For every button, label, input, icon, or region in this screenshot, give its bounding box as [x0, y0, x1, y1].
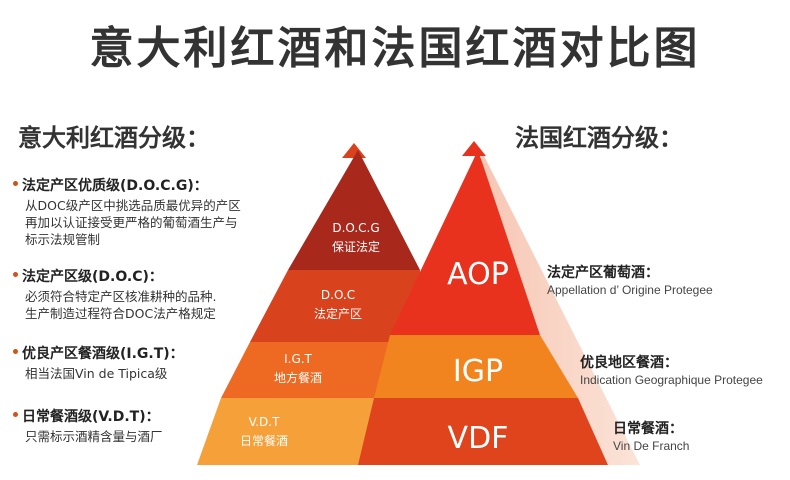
italy-layer-igt: [221, 342, 419, 398]
france-layer-label: IGP: [453, 354, 503, 389]
italy-layer-code: D.O.C: [321, 288, 355, 302]
italy-layer-cn: 地方餐酒: [274, 370, 322, 385]
bullet-dot-icon: [13, 348, 18, 354]
france-label-en: Vin De Franch: [613, 439, 690, 453]
italy-item-desc: 标示法规管制: [25, 232, 101, 247]
france-layer-aop: [390, 150, 540, 335]
france-label-vdf: 日常餐酒： Vin De Franch: [613, 418, 689, 453]
italy-item-desc: 相当法国Vin de Tipica级: [25, 366, 168, 381]
italy-item-desc: 生产制造过程符合DOC法产格规定: [25, 306, 216, 321]
italy-layer-cn: 保证法定: [332, 239, 380, 254]
france-arrow-tip-icon: [462, 141, 486, 156]
italy-item-title: 法定产区优质级(D.O.C.G)：: [22, 178, 208, 194]
italy-heading: 意大利红酒分级：: [18, 124, 210, 152]
italy-arrow-tip-icon: [342, 143, 366, 158]
france-label-cn: 日常餐酒：: [613, 421, 683, 437]
italy-layer-doc: [250, 270, 420, 342]
france-label-aop: 法定产区葡萄酒： Appellation d’ Origine Protegee: [547, 262, 713, 297]
italy-layer-cn: 法定产区: [314, 306, 362, 321]
france-layer-igp: [374, 335, 578, 398]
italy-layer-docg: [288, 150, 420, 270]
italy-item-desc: 只需标示酒精含量与酒厂: [25, 429, 163, 444]
france-layer-label: VDF: [448, 421, 509, 456]
italy-item-doc: 法定产区级(D.O.C)： 必须符合特定产区核准耕种的品种. 生产制造过程符合D…: [13, 266, 303, 322]
france-label-en: Indication Geographique Protegee: [580, 373, 763, 387]
italy-item-title: 优良产区餐酒级(I.G.T)：: [22, 346, 184, 362]
italy-item-igt: 优良产区餐酒级(I.G.T)： 相当法国Vin de Tipica级: [13, 343, 303, 382]
france-layer-label: AOP: [447, 257, 509, 292]
france-label-igp: 优良地区餐酒： Indication Geographique Protegee: [580, 352, 763, 387]
bullet-dot-icon: [13, 411, 18, 417]
italy-layer-cn: 日常餐酒: [240, 433, 288, 448]
italy-item-title: 法定产区级(D.O.C)：: [22, 269, 163, 285]
italy-layer-code: V.D.T: [249, 415, 281, 429]
italy-item-title: 日常餐酒级(V.D.T)：: [22, 409, 160, 425]
bullet-dot-icon: [13, 180, 18, 186]
bullet-dot-icon: [13, 271, 18, 277]
france-layer-vdf: [358, 398, 608, 465]
france-label-cn: 法定产区葡萄酒：: [547, 265, 659, 281]
italy-item-desc: 再加以认证接受更严格的葡萄酒生产与: [25, 215, 238, 230]
italy-item-docg: 法定产区优质级(D.O.C.G)： 从DOC级产区中挑选品质最优异的产区 再加以…: [13, 175, 303, 248]
italy-layer-code: I.G.T: [284, 352, 312, 366]
italy-item-vdt: 日常餐酒级(V.D.T)： 只需标示酒精含量与酒厂: [13, 406, 303, 445]
france-label-cn: 优良地区餐酒：: [580, 355, 678, 371]
italy-item-desc: 必须符合特定产区核准耕种的品种.: [25, 289, 217, 304]
italy-item-desc: 从DOC级产区中挑选品质最优异的产区: [25, 198, 241, 213]
italy-layer-code: D.O.C.G: [332, 221, 379, 235]
page-title: 意大利红酒和法国红酒对比图: [89, 23, 701, 74]
france-label-en: Appellation d’ Origine Protegee: [547, 283, 713, 297]
france-heading: 法国红酒分级：: [515, 124, 683, 152]
